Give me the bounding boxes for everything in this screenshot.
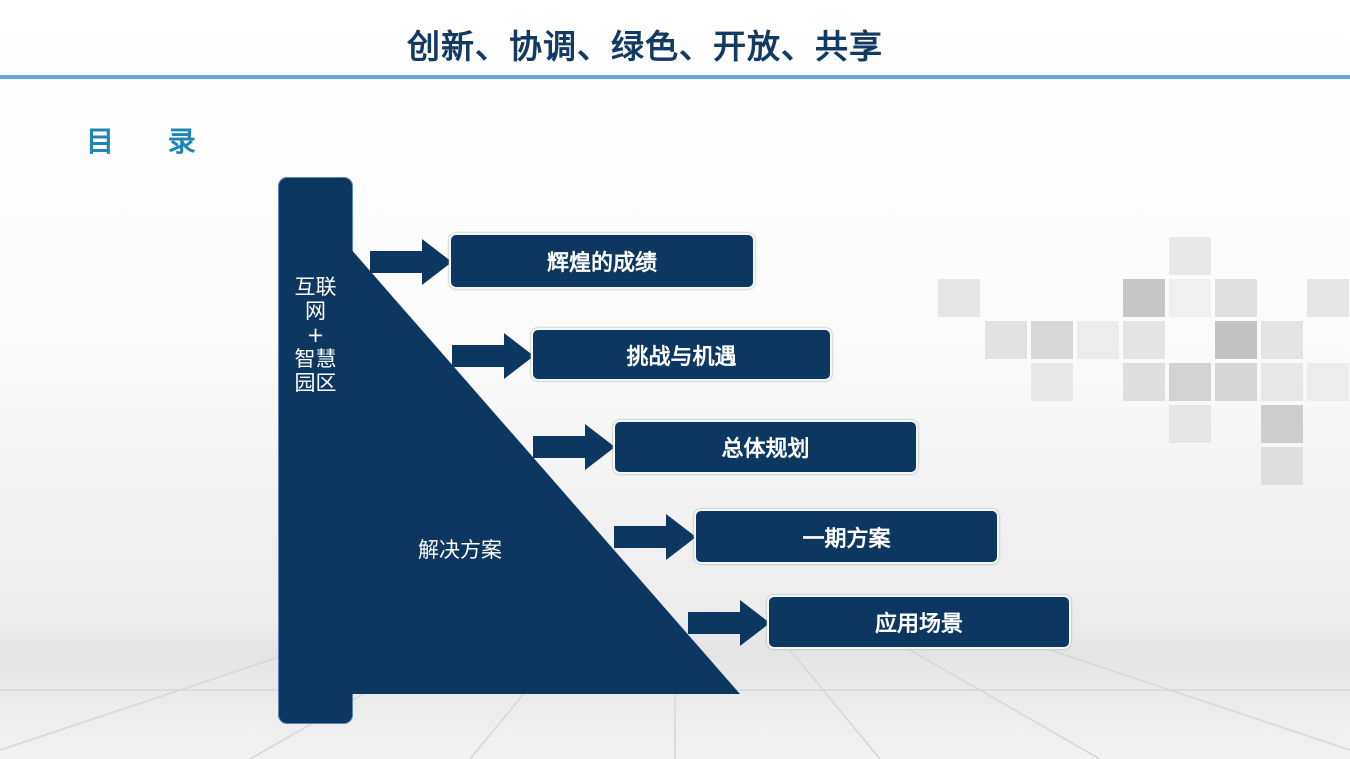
arrow-icon xyxy=(614,514,696,560)
solution-triangle xyxy=(350,248,740,694)
toc-heading: 目 录 xyxy=(86,125,218,158)
bar-label-line: 互联 xyxy=(294,275,337,299)
bar-label-line: + xyxy=(306,323,325,347)
bar-label-line: 园区 xyxy=(294,371,337,395)
triangle-label: 解决方案 xyxy=(418,538,502,562)
bar-label-line: 智慧 xyxy=(294,347,337,371)
toc-item-phase-one[interactable]: 一期方案 xyxy=(694,509,999,564)
arrow-icon xyxy=(370,239,452,285)
arrow-icon xyxy=(533,424,615,470)
arrow-icon xyxy=(688,600,770,646)
toc-item-scenarios[interactable]: 应用场景 xyxy=(767,595,1071,649)
toc-item-overall-plan[interactable]: 总体规划 xyxy=(613,420,918,474)
header-divider xyxy=(0,75,1350,79)
arrow-icon xyxy=(452,333,534,379)
bar-label: 互联 网 + 智慧 园区 xyxy=(278,275,353,395)
toc-item-achievements[interactable]: 辉煌的成绩 xyxy=(449,233,755,289)
toc-item-challenges[interactable]: 挑战与机遇 xyxy=(531,328,832,381)
vertical-bar xyxy=(278,177,353,724)
page-title: 创新、协调、绿色、开放、共享 xyxy=(407,27,883,66)
bar-label-line: 网 xyxy=(305,299,326,323)
